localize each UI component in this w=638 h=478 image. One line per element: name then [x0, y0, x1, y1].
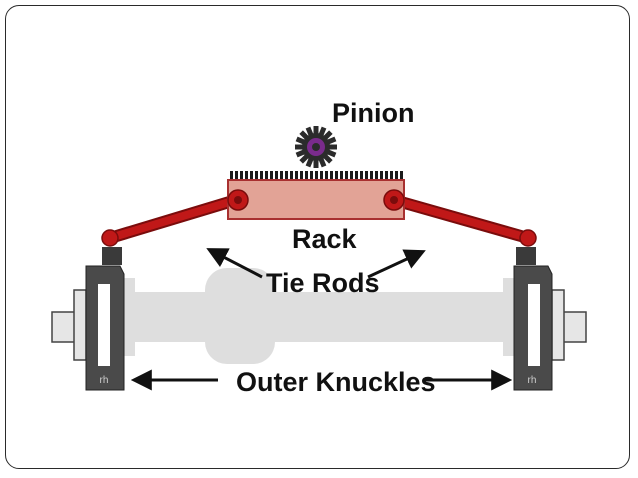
left-outer-knuckle: rh [85, 247, 125, 391]
right-tie-rod [388, 194, 537, 247]
right-outer-knuckle: rh [513, 247, 553, 391]
right-knuckle-mark: rh [528, 375, 537, 386]
left-tie-rod [101, 194, 242, 247]
rack [227, 171, 405, 220]
rack-teeth [230, 171, 403, 181]
right-wheel-hub [551, 289, 587, 361]
left-wheel-hub [51, 289, 87, 361]
tie-rods-label: Tie Rods [266, 268, 380, 298]
left-knuckle-mark: rh [100, 375, 109, 386]
outer-knuckles-label: Outer Knuckles [236, 367, 436, 397]
tie-rod-arrow-left [206, 248, 263, 279]
rack-label: Rack [292, 224, 358, 254]
pinion-gear [295, 126, 337, 168]
pinion-label: Pinion [332, 98, 415, 128]
tie-rod-arrow-right [367, 249, 426, 279]
